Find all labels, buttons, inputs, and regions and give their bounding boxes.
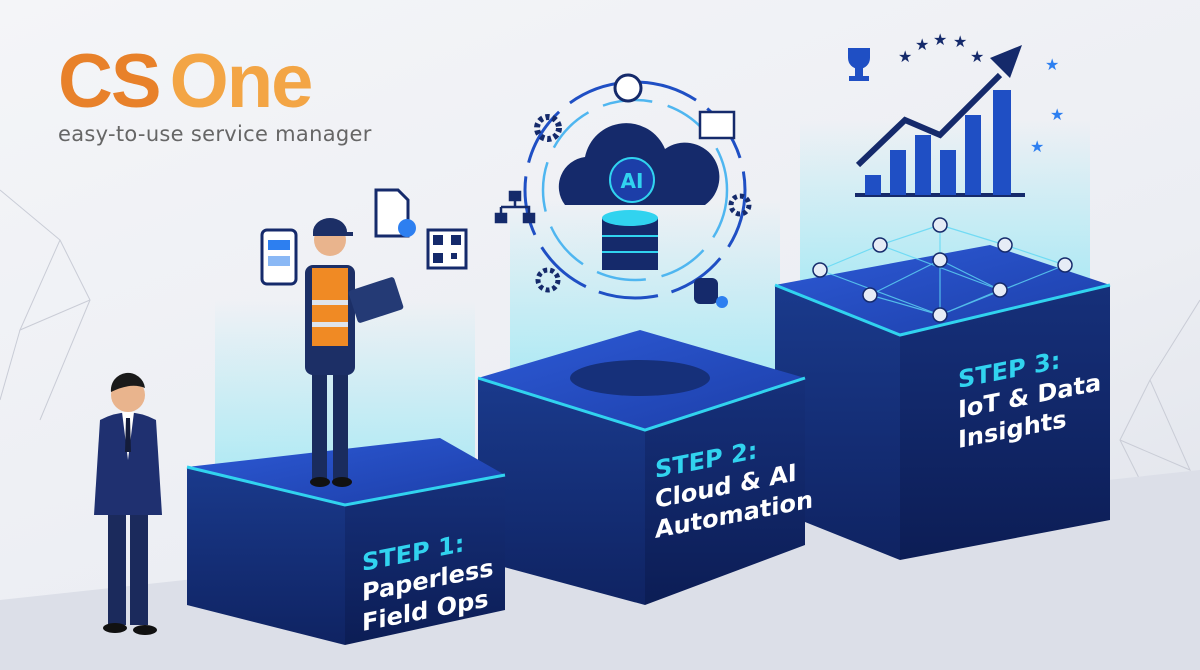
gear-icon xyxy=(534,114,562,142)
database-icon xyxy=(602,210,658,270)
svg-text:★: ★ xyxy=(933,30,947,49)
workflow-window-icon xyxy=(698,110,736,140)
gear-icon xyxy=(728,193,752,217)
svg-text:★: ★ xyxy=(1030,137,1044,156)
logo-one: One xyxy=(169,39,314,124)
growth-chart-icon xyxy=(855,45,1025,197)
qr-code-icon xyxy=(426,228,468,270)
svg-text:★: ★ xyxy=(915,35,929,54)
glow-step3 xyxy=(800,120,1090,280)
brain-icon xyxy=(609,157,655,203)
database-check-icon xyxy=(694,278,728,308)
gear-icon xyxy=(535,267,561,293)
iot-device-icons xyxy=(812,217,1073,323)
svg-text:★: ★ xyxy=(970,47,984,66)
clock-icon xyxy=(613,73,643,103)
logo-cs: CS xyxy=(58,39,162,124)
trophy-icon xyxy=(848,48,870,81)
star-icons: ★★★★★ ★★★ xyxy=(898,30,1064,156)
svg-text:★: ★ xyxy=(1050,105,1064,124)
pedestal-step2 xyxy=(477,330,806,605)
document-check-icon xyxy=(374,188,416,238)
svg-text:★: ★ xyxy=(953,32,967,51)
pedestal-step1 xyxy=(186,438,506,645)
tablet-icon xyxy=(348,277,404,323)
automation-cycle: AI xyxy=(494,73,752,308)
svg-text:★: ★ xyxy=(1045,55,1059,74)
businessman-figure xyxy=(94,372,162,635)
pedestal-step3 xyxy=(774,217,1111,560)
ai-badge-text: AI xyxy=(621,169,644,193)
smartphone-icon xyxy=(260,228,298,286)
svg-text:★: ★ xyxy=(898,47,912,66)
field-worker-figure xyxy=(305,218,404,487)
logo-tagline: easy-to-use service manager xyxy=(58,122,372,146)
org-chart-icon xyxy=(494,190,536,224)
